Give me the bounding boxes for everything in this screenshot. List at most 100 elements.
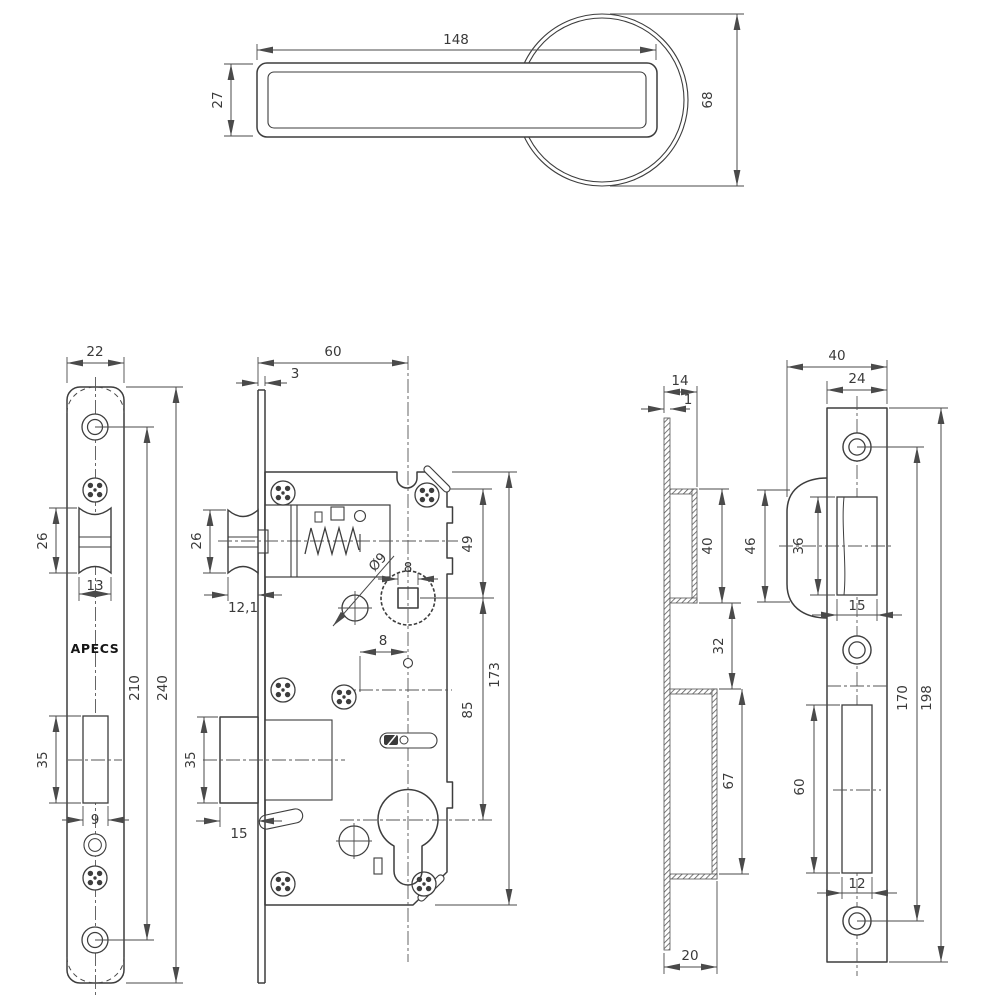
- lever-handle-inner-line: [267, 71, 647, 129]
- dim-spindle-square-label: 8: [404, 560, 413, 576]
- dim-strike-plate-width: 24: [826, 371, 887, 404]
- dim-hole-offset: 8: [359, 633, 407, 692]
- dim-spindle-to-cylinder-label: 85: [460, 701, 476, 718]
- case-screw-icon: [270, 480, 296, 506]
- lock-body-side-view: 60 3 26 12,1 49 8: [183, 344, 517, 984]
- dim-roller-projection: 12,1: [204, 577, 282, 616]
- dim-spindle-to-cylinder: 85: [460, 598, 487, 820]
- dim-bolt-slot-height: 35: [35, 715, 81, 804]
- dim-spindle-square: 8: [378, 560, 438, 585]
- strike-plate-lip: [786, 477, 828, 619]
- dim-box-gap: 32: [711, 603, 741, 690]
- dim-handle-width: 27: [210, 63, 253, 137]
- handle-top-view: 148 27 68: [210, 13, 744, 187]
- dim-faceplate-height: 240: [126, 386, 183, 984]
- strike-box-profile-view: 14 1 40 32 67 20: [641, 373, 749, 974]
- dim-faceplate-width: 22: [66, 344, 125, 383]
- lock-body-outline: [264, 471, 454, 906]
- dim-backset: 60: [257, 344, 408, 386]
- snib-pin: [399, 735, 409, 745]
- dim-sheet-thickness-label: 1: [684, 392, 693, 408]
- dim-box-gap-label: 32: [711, 637, 727, 654]
- dim-strike-overall-width-label: 40: [828, 348, 845, 364]
- lever-handle-outline: [256, 62, 658, 138]
- latch-ramp-curve: [842, 496, 846, 596]
- dim-handle-length: 148: [256, 32, 657, 60]
- dim-top-to-spindle: 49: [450, 488, 492, 598]
- dim-rose-diameter: 68: [610, 13, 744, 187]
- latch-spring: [304, 525, 360, 557]
- dim-hole-offset-label: 8: [379, 633, 388, 649]
- dim-bolt-cutout-height-label: 60: [792, 778, 808, 795]
- case-screw-icon: [414, 482, 440, 508]
- dim-strike-plate-width-label: 24: [848, 371, 865, 387]
- dim-box-bottom-depth: 20: [663, 881, 718, 974]
- dim-bolt-cutout-height: 60: [792, 704, 840, 874]
- cylinder-fixing-hole: [83, 833, 107, 857]
- pivot-pin: [353, 509, 367, 523]
- dim-handle-width-label: 27: [210, 91, 226, 108]
- dim-handle-length-label: 148: [443, 32, 469, 48]
- small-rect-hole: [373, 857, 383, 875]
- dim-forend-thickness: 3: [236, 366, 300, 387]
- dim-deadbolt-throw-label: 15: [230, 826, 247, 842]
- case-screw-icon: [331, 684, 357, 710]
- faceplate-bottom-radius-dashed: [66, 956, 125, 984]
- dim-sheet-thickness: 1: [641, 392, 693, 413]
- small-pin-hole: [402, 657, 414, 669]
- dim-roller-width: 13: [78, 577, 112, 601]
- dim-faceplate-width-label: 22: [86, 344, 103, 360]
- top-mounting-tab: [423, 465, 451, 493]
- dim-bolt-slot-height-label: 35: [35, 751, 51, 768]
- snib-lever-slash: [386, 734, 397, 747]
- roller-latch-side: [227, 508, 259, 575]
- strike-plate-front-view: 40 24 46 36 15: [743, 348, 948, 976]
- dim-body-roller-height-label: 26: [189, 532, 205, 549]
- dim-strike-plate-height-label: 198: [919, 685, 935, 711]
- phillips-screw-icon: [82, 477, 108, 503]
- faceplate-top-radius-dashed: [66, 386, 125, 414]
- dim-strike-screw-spacing: 170: [857, 446, 924, 922]
- deadbolt-slot-front: [82, 715, 109, 804]
- spindle-hub: [380, 570, 436, 626]
- dim-roller-height: 26: [35, 507, 77, 574]
- dim-faceplate-height-label: 240: [155, 675, 171, 701]
- dim-body-roller-height: 26: [189, 509, 226, 574]
- dim-deadbolt-throw: 15: [196, 807, 282, 842]
- dim-deadbolt-height-label: 35: [183, 751, 199, 768]
- dim-box-top-depth: 14: [663, 373, 698, 487]
- dim-lip-height: 46: [743, 489, 790, 603]
- phillips-screw-icon: [82, 865, 108, 891]
- roller-latch-front: [78, 506, 112, 575]
- dim-bolt-cutout-width-label: 12: [848, 876, 865, 892]
- dim-latch-box-height: 40: [699, 488, 741, 604]
- clip-detail: [314, 511, 323, 523]
- dim-rose-diameter-label: 68: [700, 91, 716, 108]
- strike-middle-screw-hole: [842, 635, 872, 665]
- stop-plate: [330, 506, 345, 521]
- dim-deadbolt-height: 35: [183, 716, 218, 804]
- dim-latch-cutout-width-label: 15: [848, 598, 865, 614]
- dim-latch-box-height-label: 40: [700, 537, 716, 554]
- dim-latch-cutout-width: 15: [812, 598, 902, 621]
- bolt-box-top-wall: [669, 688, 718, 695]
- dim-box-bottom-depth-label: 20: [681, 948, 698, 964]
- dim-forend-thickness-label: 3: [291, 366, 300, 382]
- latch-box-bottom-wall: [669, 597, 698, 604]
- dim-body-height: 173: [435, 471, 517, 906]
- euro-cylinder-hole: [377, 788, 439, 886]
- dim-roller-width-label: 13: [86, 578, 103, 594]
- brand-logo: APECS: [71, 641, 120, 656]
- dim-bolt-box-height-label: 67: [721, 772, 737, 789]
- dim-strike-plate-height: 198: [889, 407, 948, 963]
- dim-roller-projection-label: 12,1: [228, 600, 258, 616]
- dust-box-sheet: [663, 417, 671, 951]
- case-screw-icon: [411, 871, 437, 897]
- dim-roller-height-label: 26: [35, 532, 51, 549]
- dim-body-height-label: 173: [487, 662, 503, 688]
- dim-box-top-depth-label: 14: [671, 373, 688, 389]
- dim-strike-overall-width: 40: [786, 348, 888, 497]
- dim-faceplate-screw-spacing-label: 210: [127, 675, 143, 701]
- dim-bolt-slot-width: 9: [62, 806, 129, 828]
